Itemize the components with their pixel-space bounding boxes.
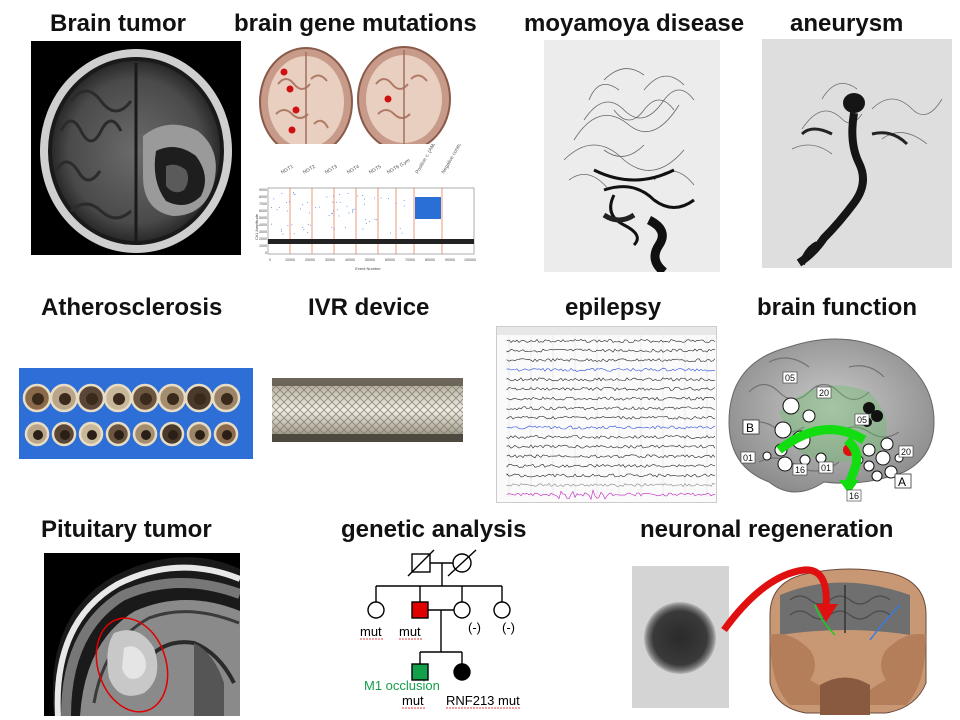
y-tick-label: 8000 — [259, 195, 267, 199]
x-tick-label: 30000 — [325, 258, 335, 262]
y-tick-label: 4000 — [259, 223, 267, 227]
y-tick-label: 5000 — [259, 216, 267, 220]
channel-label: NGT4 — [346, 164, 361, 176]
x-tick-label: 10000 — [285, 258, 295, 262]
pedigree-father — [411, 601, 429, 619]
atherosclerosis-specimen-image — [19, 368, 253, 459]
x-tick-label: 60000 — [385, 258, 395, 262]
title-brain-function: brain function — [757, 294, 917, 321]
channel-label: Negative control — [441, 144, 464, 175]
channel-label: NGT1 — [280, 164, 295, 176]
map-label: 16 — [795, 465, 805, 475]
channel-label: NGT6 (Lym — [386, 158, 411, 176]
title-brain-gene-mutations: brain gene mutations — [234, 10, 477, 37]
x-axis-label: Event Number — [355, 266, 381, 271]
pedigree-aunt — [367, 601, 385, 619]
pedigree-mother — [453, 601, 471, 619]
x-tick-label: 70000 — [405, 258, 415, 262]
region-b-label: B — [746, 421, 754, 435]
map-label: 05 — [785, 373, 795, 383]
x-tick-label: 80000 — [425, 258, 435, 262]
pedigree-label-m1-occlusion: M1 occlusion — [364, 678, 440, 693]
title-aneurysm: aneurysm — [790, 10, 904, 37]
map-label: 05 — [857, 415, 867, 425]
pedigree-label-mut: mut — [360, 624, 382, 639]
x-tick-label: 0 — [269, 258, 271, 262]
map-label: 01 — [743, 453, 753, 463]
channel-label: NGT2 — [302, 164, 317, 176]
title-atherosclerosis: Atherosclerosis — [41, 294, 223, 321]
channel-label: Positive c. (AML) — [415, 144, 439, 175]
region-a-label: A — [898, 475, 906, 489]
regeneration-arrow — [721, 566, 838, 633]
brain-gene-slices-image — [256, 44, 456, 162]
pituitary-mri-image — [44, 553, 240, 716]
brain-function-map-image: 05 20 05 20 01 16 01 16 B A — [719, 332, 945, 506]
moyamoya-angiogram-image — [544, 40, 720, 272]
x-tick-label: 20000 — [305, 258, 315, 262]
y-tick-label: 3000 — [259, 230, 267, 234]
title-genetic-analysis: genetic analysis — [341, 516, 527, 543]
pedigree-label-negative: (-) — [468, 620, 481, 635]
y-tick-label: 6000 — [259, 209, 267, 213]
channel-label: NGT5 — [368, 164, 383, 176]
genetic-pedigree-chart: mut mut (-) (-) M1 occlusion mut RNF213 … — [352, 548, 584, 716]
pedigree-daughter — [453, 663, 471, 681]
aneurysm-angiogram-image — [762, 39, 952, 268]
pedigree-son — [411, 663, 429, 681]
y-tick-label: 9000 — [259, 188, 267, 192]
pedigree-label-mut: mut — [402, 693, 424, 708]
epilepsy-eeg-image — [496, 326, 717, 503]
pedigree-label-rnf213: RNF213 mut — [446, 693, 520, 708]
y-tick-label: 2000 — [259, 237, 267, 241]
title-pituitary-tumor: Pituitary tumor — [41, 516, 212, 543]
y-tick-label: 1000 — [259, 244, 267, 248]
y-axis-label: Ch1 Amplitude — [254, 213, 259, 240]
map-label: 16 — [849, 491, 859, 501]
x-tick-label: 40000 — [345, 258, 355, 262]
x-tick-label: 100000 — [464, 258, 476, 262]
3d-skull-brain-image — [760, 555, 932, 715]
y-tick-label: 7000 — [259, 202, 267, 206]
title-moyamoya: moyamoya disease — [524, 10, 745, 37]
pedigree-label-negative: (-) — [502, 620, 515, 635]
brain-tumor-mri-image — [31, 41, 241, 255]
map-label: 01 — [821, 463, 831, 473]
title-neuronal-regeneration: neuronal regeneration — [640, 516, 894, 543]
x-tick-label: 90000 — [445, 258, 455, 262]
title-ivr-device: IVR device — [308, 294, 430, 321]
x-tick-label: 50000 — [365, 258, 375, 262]
channel-label: NGT3 — [324, 164, 339, 176]
map-label: 20 — [901, 447, 911, 457]
map-label: 20 — [819, 388, 829, 398]
pedigree-label-mut: mut — [399, 624, 421, 639]
y-tick-label: 0 — [265, 251, 267, 255]
droplet-pcr-plot: NGT1 NGT2 NGT3 NGT4 NGT5 NGT6 (Lym Posit… — [254, 144, 480, 272]
title-epilepsy: epilepsy — [565, 294, 662, 321]
pedigree-sibling — [493, 601, 511, 619]
ivr-stent-image — [272, 378, 463, 442]
title-brain-tumor: Brain tumor — [50, 10, 187, 37]
neurosphere-image — [632, 566, 729, 708]
